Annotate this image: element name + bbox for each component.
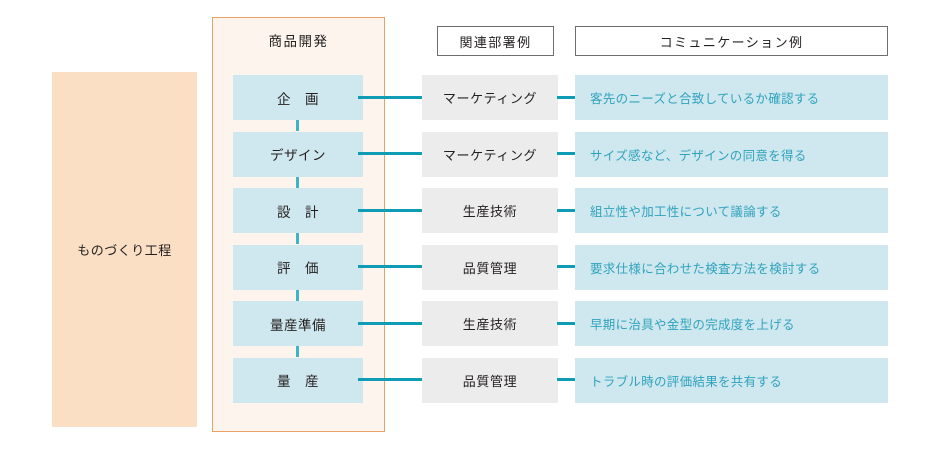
stage-box[interactable]: 量 産 (233, 357, 363, 403)
connector-stage-vertical (296, 176, 299, 188)
connector-stage-vertical (296, 120, 299, 131)
connector-stage-to-department (358, 208, 422, 212)
diagram-row: 設 計 生産技術組立性や加工性について議論する (0, 188, 940, 233)
connector-department-to-communication (557, 321, 576, 325)
connector-stage-vertical (296, 346, 299, 357)
column-header-department: 関連部署例 (437, 26, 554, 56)
department-box[interactable]: マーケティング (422, 75, 558, 120)
connector-stage-to-department (358, 265, 422, 268)
connector-stage-to-department (358, 321, 422, 325)
connector-stage-to-department (358, 378, 422, 381)
diagram-row: 企 画 マーケティング客先のニーズと合致しているか確認する (0, 75, 940, 120)
diagram-row: デザイン マーケティングサイズ感など、デザインの同意を得る (0, 131, 940, 177)
connector-department-to-communication (557, 265, 576, 268)
department-box[interactable]: 生産技術 (422, 301, 558, 346)
communication-box[interactable]: 要求仕様に合わせた検査方法を検討する (575, 244, 888, 290)
stage-box[interactable]: 量産準備 (233, 301, 363, 346)
department-box[interactable]: 品質管理 (422, 357, 558, 403)
communication-box[interactable]: 早期に治具や金型の完成度を上げる (575, 301, 888, 346)
column-header-communication: コミュニケーション例 (575, 26, 888, 56)
connector-stage-vertical (296, 233, 299, 244)
communication-box[interactable]: 客先のニーズと合致しているか確認する (575, 75, 888, 120)
development-container-title: 商品開発 (268, 34, 329, 49)
diagram-row: 量 産 品質管理トラブル時の評価結果を共有する (0, 357, 940, 403)
department-box[interactable]: マーケティング (422, 131, 558, 177)
diagram-row: 評 価 品質管理要求仕様に合わせた検査方法を検討する (0, 244, 940, 290)
department-box[interactable]: 品質管理 (422, 244, 558, 290)
stage-box[interactable]: 設 計 (233, 188, 363, 233)
connector-stage-vertical (296, 289, 299, 301)
overall-process-panel: ものづくり工程 (52, 72, 197, 427)
connector-department-to-communication (557, 378, 576, 381)
connector-stage-to-department (358, 95, 422, 99)
stage-box[interactable]: 企 画 (233, 75, 363, 120)
connector-department-to-communication (557, 208, 576, 212)
connector-department-to-communication (557, 152, 576, 155)
communication-box[interactable]: トラブル時の評価結果を共有する (575, 357, 888, 403)
connector-department-to-communication (557, 95, 576, 99)
communication-box[interactable]: 組立性や加工性について議論する (575, 188, 888, 233)
department-box[interactable]: 生産技術 (422, 188, 558, 233)
stage-box[interactable]: 評 価 (233, 244, 363, 290)
communication-box[interactable]: サイズ感など、デザインの同意を得る (575, 131, 888, 177)
connector-stage-to-department (358, 152, 422, 155)
overall-process-label: ものづくり工程 (77, 243, 172, 258)
diagram-row: 量産準備 生産技術早期に治具や金型の完成度を上げる (0, 301, 940, 346)
stage-box[interactable]: デザイン (233, 131, 363, 177)
